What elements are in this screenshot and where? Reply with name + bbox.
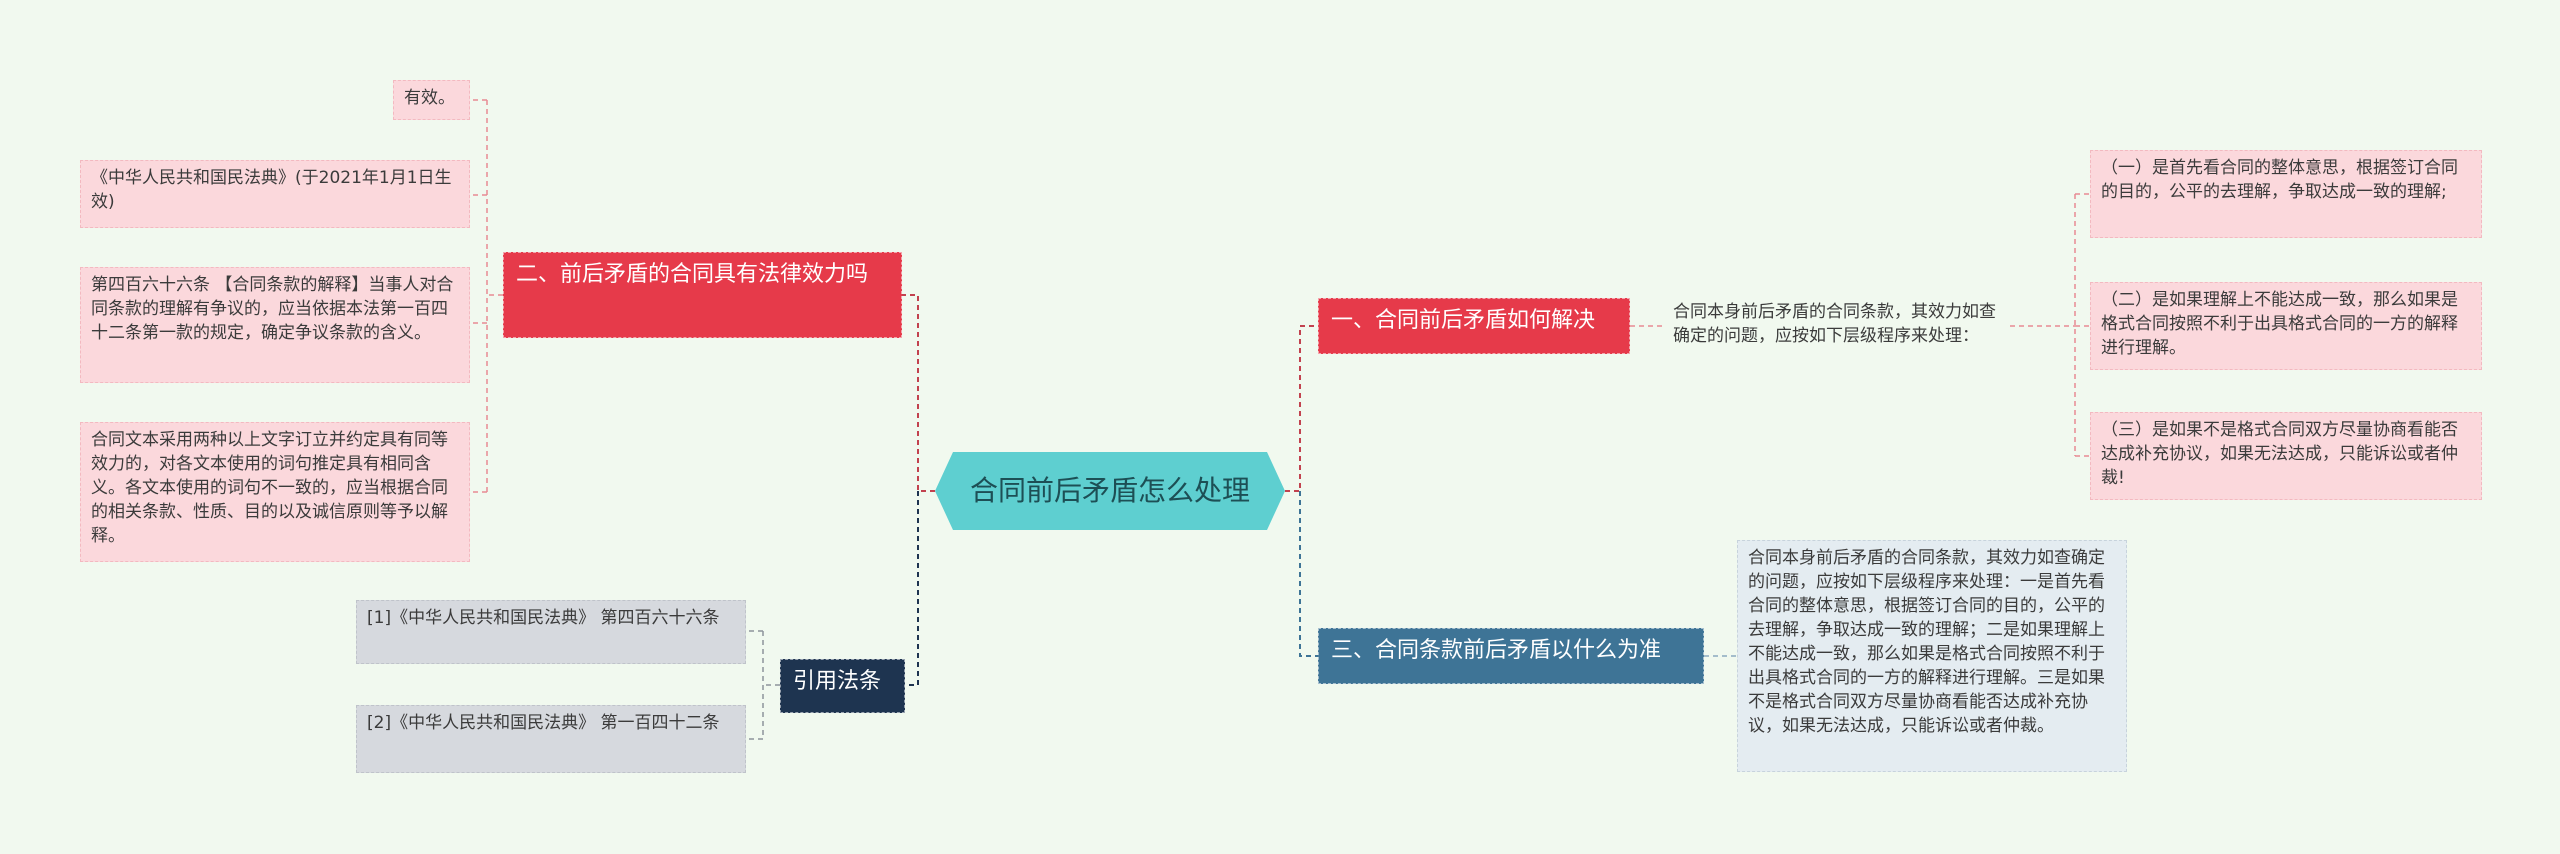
link-center-b3 bbox=[1299, 491, 1318, 657]
branch-legal-validity[interactable]: 二、前后矛盾的合同具有法律效力吗 bbox=[503, 252, 902, 338]
link-center-b4 bbox=[905, 491, 919, 686]
leaf-multilingual-text[interactable]: 合同文本采用两种以上文字订立并约定具有同等效力的，对各文本使用的词句推定具有相同… bbox=[80, 422, 470, 562]
link-center-b2 bbox=[902, 294, 935, 492]
leaf-resolve-intro[interactable]: 合同本身前后矛盾的合同条款，其效力如查确定的问题，应按如下层级程序来处理： bbox=[1673, 302, 1996, 346]
leaf-step-one[interactable]: （一）是首先看合同的整体意思，根据签订合同的目的，公平的去理解，争取达成一致的理… bbox=[2090, 150, 2482, 238]
link-b2-leaves bbox=[470, 99, 503, 493]
branch-which-prevails[interactable]: 三、合同条款前后矛盾以什么为准 bbox=[1318, 628, 1704, 684]
leaf-article-466[interactable]: 第四百六十六条 【合同条款的解释】当事人对合同条款的理解有争议的，应当依据本法第… bbox=[80, 267, 470, 383]
leaf-valid[interactable]: 有效。 bbox=[393, 80, 470, 120]
leaf-which-prevails-detail[interactable]: 合同本身前后矛盾的合同条款，其效力如查确定的问题，应按如下层级程序来处理：一是首… bbox=[1737, 540, 2127, 772]
center-topic[interactable]: 合同前后矛盾怎么处理 bbox=[935, 452, 1285, 530]
leaf-reference-1[interactable]: [1]《中华人民共和国民法典》 第四百六十六条 bbox=[356, 600, 746, 664]
leaf-step-three[interactable]: （三）是如果不是格式合同双方尽量协商看能否达成补充协议，如果无法达成，只能诉讼或… bbox=[2090, 412, 2482, 500]
leaf-reference-2[interactable]: [2]《中华人民共和国民法典》 第一百四十二条 bbox=[356, 705, 746, 773]
branch-how-to-resolve[interactable]: 一、合同前后矛盾如何解决 bbox=[1318, 298, 1630, 354]
link-intro-steps bbox=[2010, 193, 2090, 457]
link-b4-refs bbox=[746, 630, 780, 740]
branch-cited-law[interactable]: 引用法条 bbox=[780, 659, 905, 713]
leaf-civil-code[interactable]: 《中华人民共和国民法典》(于2021年1月1日生效) bbox=[80, 160, 470, 228]
link-center-b1 bbox=[1285, 325, 1318, 492]
leaf-step-two[interactable]: （二）是如果理解上不能达成一致，那么如果是格式合同按照不利于出具格式合同的一方的… bbox=[2090, 282, 2482, 370]
